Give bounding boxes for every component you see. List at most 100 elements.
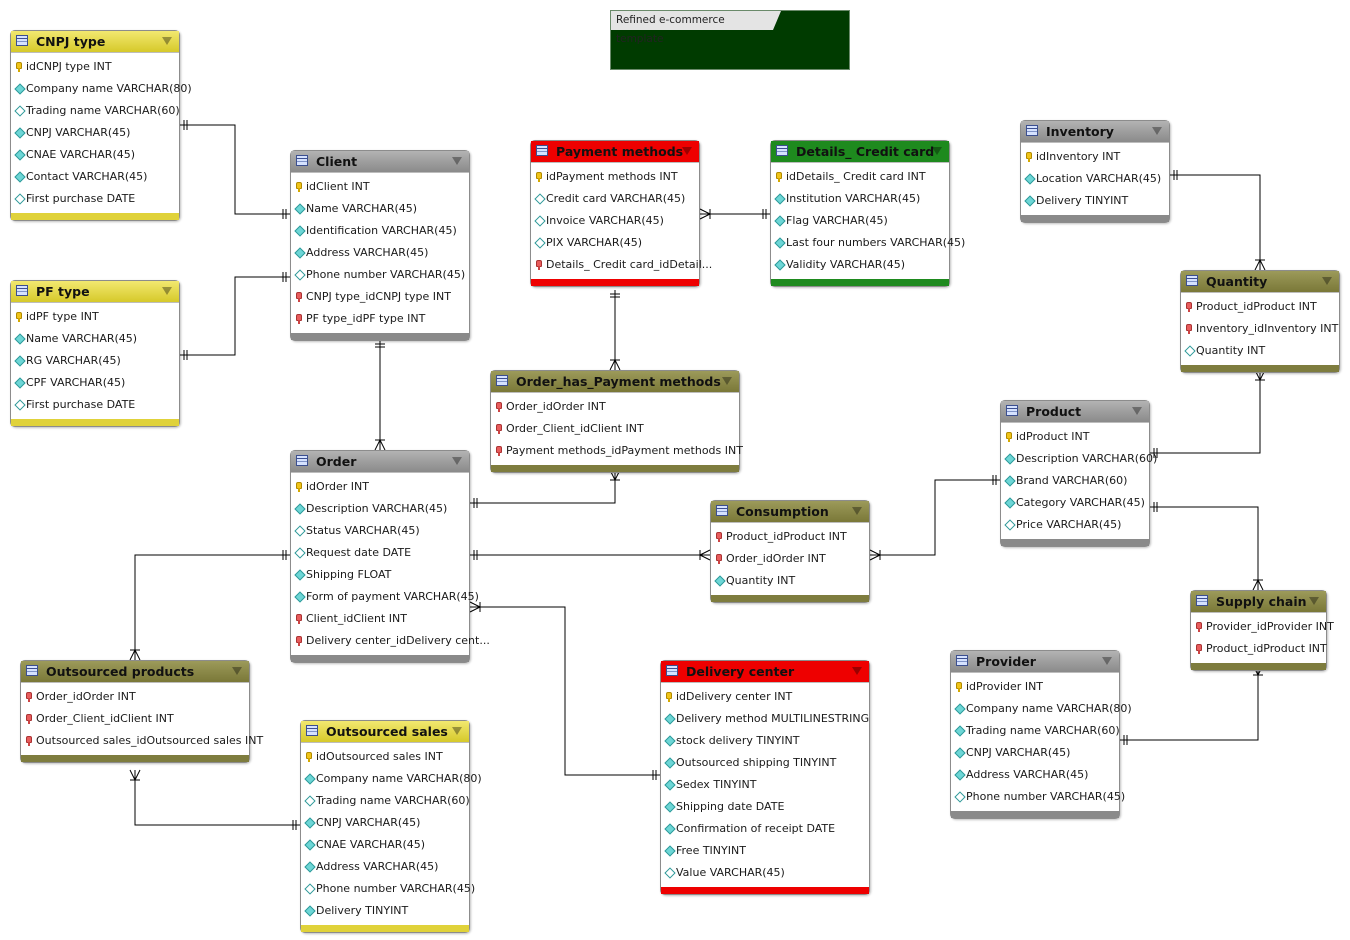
column-row[interactable]: Trading name VARCHAR(60) <box>951 720 1120 742</box>
column-row[interactable]: Last four numbers VARCHAR(45) <box>771 232 965 254</box>
collapse-arrow-icon[interactable] <box>1309 597 1319 605</box>
column-row[interactable]: Company name VARCHAR(80) <box>301 768 482 790</box>
column-row[interactable]: PIX VARCHAR(45) <box>531 232 699 254</box>
column-row[interactable]: First purchase DATE <box>11 188 179 210</box>
column-row[interactable]: Form of payment VARCHAR(45) <box>291 586 479 608</box>
column-row[interactable]: Product_idProduct INT <box>711 526 869 548</box>
column-row[interactable]: Description VARCHAR(45) <box>291 498 469 520</box>
column-row[interactable]: CNAE VARCHAR(45) <box>11 144 179 166</box>
column-row[interactable]: idClient INT <box>291 176 469 198</box>
column-row[interactable]: Status VARCHAR(45) <box>291 520 469 542</box>
relationship-provider-supply-chain[interactable] <box>1120 664 1264 745</box>
column-row[interactable]: Invoice VARCHAR(45) <box>531 210 699 232</box>
collapse-arrow-icon[interactable] <box>932 147 942 155</box>
column-row[interactable]: Location VARCHAR(45) <box>1021 168 1169 190</box>
relationship-inventory-quantity[interactable] <box>1170 170 1266 271</box>
table-header[interactable]: Delivery center <box>661 661 869 683</box>
column-row[interactable]: Order_idOrder INT <box>491 396 739 418</box>
column-row[interactable]: Order_Client_idClient INT <box>21 708 249 730</box>
column-row[interactable]: Outsourced sales_idOutsourced sales INT <box>21 730 263 752</box>
column-row[interactable]: RG VARCHAR(45) <box>11 350 179 372</box>
column-row[interactable]: Price VARCHAR(45) <box>1001 514 1149 536</box>
column-row[interactable]: Quantity INT <box>1181 340 1339 362</box>
table-header[interactable]: Payment methods <box>531 141 699 163</box>
collapse-arrow-icon[interactable] <box>1322 277 1332 285</box>
relationship-product-consumption[interactable] <box>869 475 1000 561</box>
column-row[interactable]: idProduct INT <box>1001 426 1149 448</box>
column-row[interactable]: idPayment methods INT <box>531 166 699 188</box>
column-row[interactable]: Name VARCHAR(45) <box>11 328 179 350</box>
column-row[interactable]: CPF VARCHAR(45) <box>11 372 179 394</box>
table-header[interactable]: Supply chain <box>1191 591 1326 613</box>
collapse-arrow-icon[interactable] <box>852 667 862 675</box>
collapse-arrow-icon[interactable] <box>722 377 732 385</box>
column-row[interactable]: Phone number VARCHAR(45) <box>291 264 469 286</box>
column-row[interactable]: Address VARCHAR(45) <box>301 856 469 878</box>
column-row[interactable]: Flag VARCHAR(45) <box>771 210 949 232</box>
column-row[interactable]: Confirmation of receipt DATE <box>661 818 869 840</box>
column-row[interactable]: Payment methods_idPayment methods INT <box>491 440 743 462</box>
table-header[interactable]: Outsourced sales <box>301 721 469 743</box>
column-row[interactable]: idCNPJ type INT <box>11 56 179 78</box>
relationship-pf-type-client[interactable] <box>180 272 290 360</box>
collapse-arrow-icon[interactable] <box>452 457 462 465</box>
table-header[interactable]: Details_ Credit card <box>771 141 949 163</box>
column-row[interactable]: Description VARCHAR(60) <box>1001 448 1157 470</box>
column-row[interactable]: PF type_idPF type INT <box>291 308 469 330</box>
column-row[interactable]: Name VARCHAR(45) <box>291 198 469 220</box>
column-row[interactable]: Client_idClient INT <box>291 608 469 630</box>
column-row[interactable]: stock delivery TINYINT <box>661 730 869 752</box>
collapse-arrow-icon[interactable] <box>452 727 462 735</box>
column-row[interactable]: Shipping date DATE <box>661 796 869 818</box>
column-row[interactable]: Delivery method MULTILINESTRING <box>661 708 869 730</box>
column-row[interactable]: Trading name VARCHAR(60) <box>301 790 470 812</box>
column-row[interactable]: Request date DATE <box>291 542 469 564</box>
column-row[interactable]: Details_ Credit card_idDetail... <box>531 254 712 276</box>
collapse-arrow-icon[interactable] <box>1152 127 1162 135</box>
column-row[interactable]: idDelivery center INT <box>661 686 869 708</box>
column-row[interactable]: First purchase DATE <box>11 394 179 416</box>
column-row[interactable]: Order_idOrder INT <box>711 548 869 570</box>
relationship-order-order-has-payment[interactable] <box>470 469 621 508</box>
collapse-arrow-icon[interactable] <box>1102 657 1112 665</box>
column-row[interactable]: Brand VARCHAR(60) <box>1001 470 1149 492</box>
relationship-order-consumption[interactable] <box>470 549 711 561</box>
column-row[interactable]: idPF type INT <box>11 306 179 328</box>
table-header[interactable]: Client <box>291 151 469 173</box>
table-header[interactable]: Order_has_Payment methods <box>491 371 739 393</box>
relationship-order-outsourced-products[interactable] <box>129 550 290 661</box>
column-row[interactable]: Credit card VARCHAR(45) <box>531 188 699 210</box>
collapse-arrow-icon[interactable] <box>852 507 862 515</box>
diagram-note[interactable]: Refined e-commerce template <box>610 10 850 70</box>
column-row[interactable]: Free TINYINT <box>661 840 869 862</box>
table-header[interactable]: Product <box>1001 401 1149 423</box>
table-header[interactable]: Inventory <box>1021 121 1169 143</box>
column-row[interactable]: Delivery TINYINT <box>1021 190 1169 212</box>
column-row[interactable]: Shipping FLOAT <box>291 564 469 586</box>
column-row[interactable]: Phone number VARCHAR(45) <box>301 878 475 900</box>
column-row[interactable]: idDetails_ Credit card INT <box>771 166 949 188</box>
collapse-arrow-icon[interactable] <box>682 147 692 155</box>
column-row[interactable]: Order_Client_idClient INT <box>491 418 739 440</box>
relationship-client-order[interactable] <box>374 340 386 451</box>
column-row[interactable]: idOrder INT <box>291 476 469 498</box>
column-row[interactable]: Value VARCHAR(45) <box>661 862 869 884</box>
column-row[interactable]: Phone number VARCHAR(45) <box>951 786 1125 808</box>
column-row[interactable]: Address VARCHAR(45) <box>291 242 469 264</box>
relationship-product-quantity[interactable] <box>1150 369 1266 458</box>
relationship-delivery-center-order[interactable] <box>469 601 660 780</box>
table-header[interactable]: CNPJ type <box>11 31 179 53</box>
column-row[interactable]: CNAE VARCHAR(45) <box>301 834 469 856</box>
collapse-arrow-icon[interactable] <box>1132 407 1142 415</box>
collapse-arrow-icon[interactable] <box>232 667 242 675</box>
column-row[interactable]: Contact VARCHAR(45) <box>11 166 179 188</box>
column-row[interactable]: idProvider INT <box>951 676 1119 698</box>
